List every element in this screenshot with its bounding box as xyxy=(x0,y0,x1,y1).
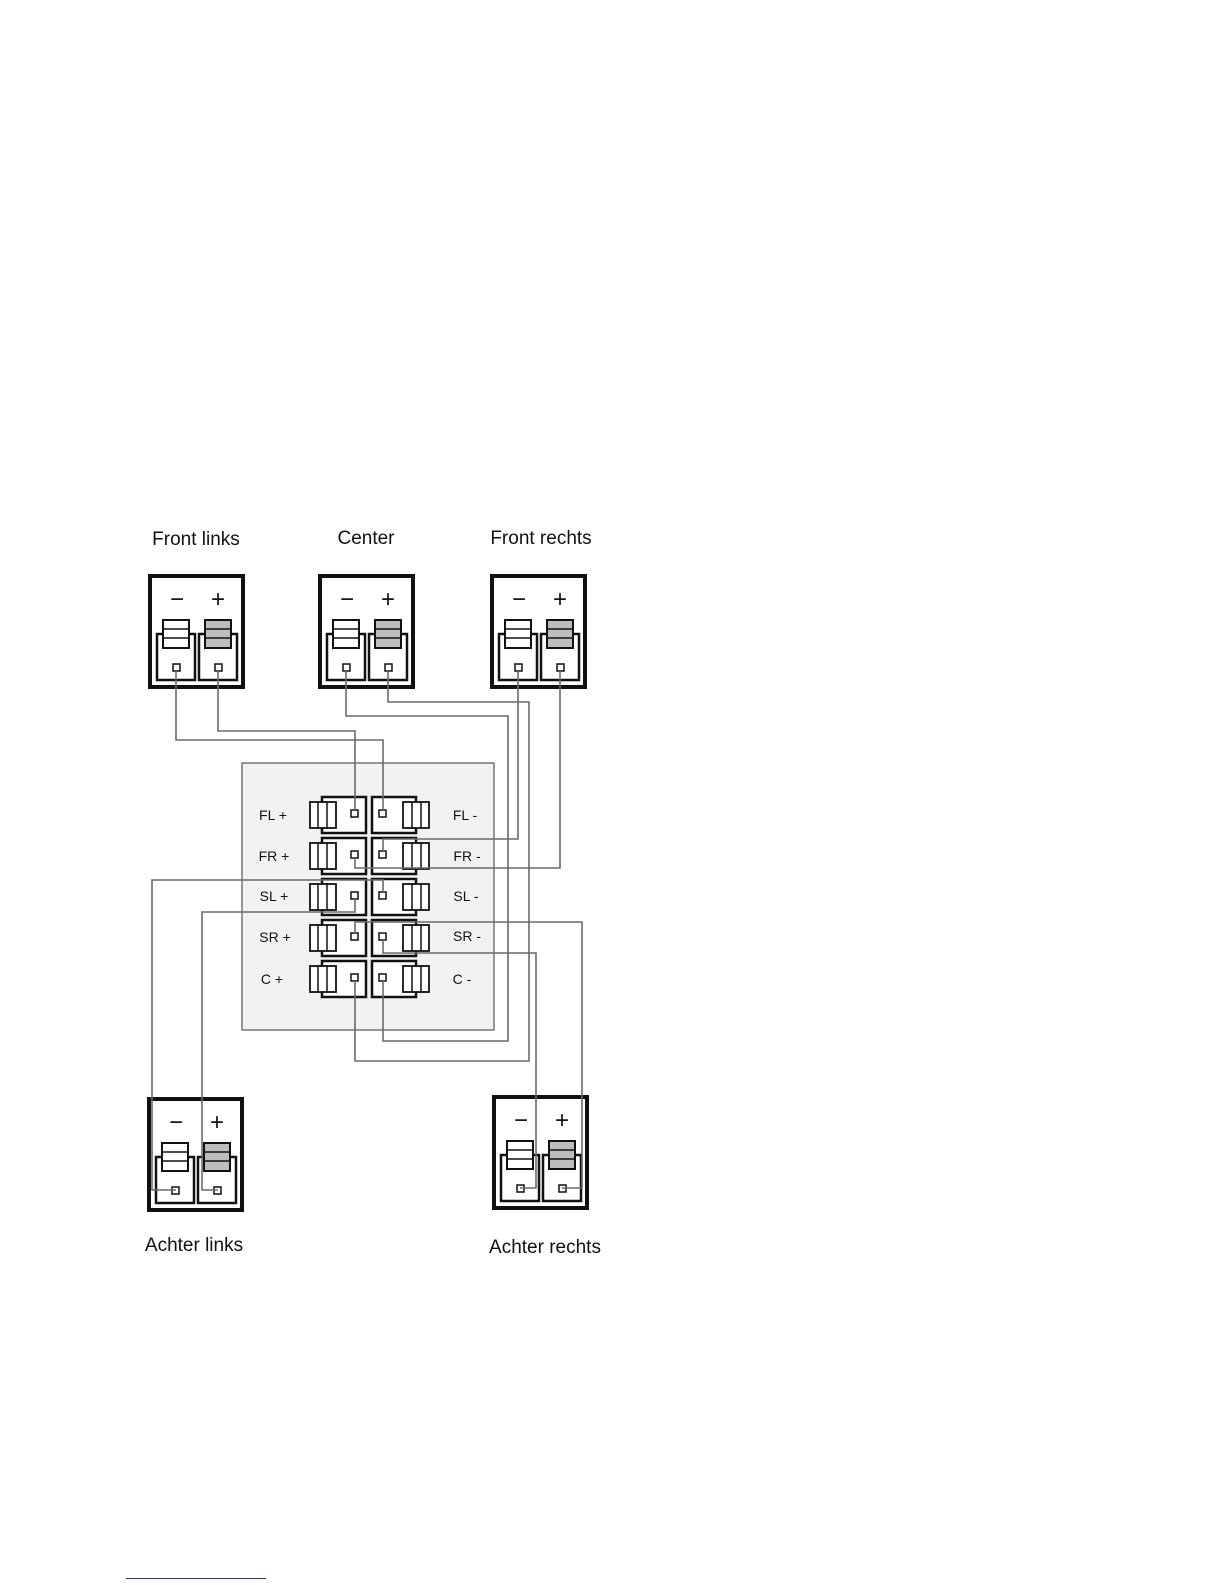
front-right-label: Front rechts xyxy=(490,528,591,549)
front-left-speaker-terminal: − + xyxy=(150,576,243,687)
plus-sign: + xyxy=(555,1107,569,1134)
center-speaker-terminal: − + xyxy=(320,576,413,687)
footnote-separator xyxy=(126,1578,266,1579)
plus-sign: + xyxy=(553,586,567,613)
minus-sign: − xyxy=(514,1107,528,1134)
label-sl-plus: SL + xyxy=(260,888,289,904)
label-fr-plus: FR + xyxy=(259,848,290,864)
label-c-plus: C + xyxy=(261,971,283,987)
label-fl-minus: FL - xyxy=(453,807,478,823)
minus-sign: − xyxy=(169,1109,183,1136)
plus-sign: + xyxy=(210,1109,224,1136)
plus-sign: + xyxy=(381,586,395,613)
label-fl-plus: FL + xyxy=(259,807,287,823)
front-left-label: Front links xyxy=(152,529,240,550)
label-sr-plus: SR + xyxy=(259,929,291,945)
label-c-minus: C - xyxy=(453,971,472,987)
rear-left-label: Achter links xyxy=(145,1235,243,1256)
label-sr-minus: SR - xyxy=(453,928,481,944)
minus-sign: − xyxy=(512,586,526,613)
minus-sign: − xyxy=(170,586,184,613)
center-label: Center xyxy=(337,528,395,549)
front-right-speaker-terminal: − + xyxy=(492,576,585,687)
rear-left-speaker-terminal: − + xyxy=(149,1099,242,1210)
rear-right-speaker-terminal: − + xyxy=(494,1097,587,1208)
minus-sign: − xyxy=(340,586,354,613)
label-fr-minus: FR - xyxy=(453,848,481,864)
rear-right-label: Achter rechts xyxy=(489,1237,601,1258)
label-sl-minus: SL - xyxy=(453,888,478,904)
plus-sign: + xyxy=(211,586,225,613)
